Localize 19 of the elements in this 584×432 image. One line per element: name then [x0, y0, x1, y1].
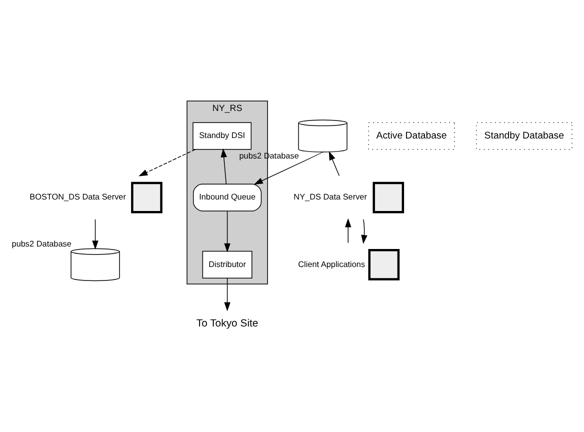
node-label: pubs2 Database: [12, 239, 72, 248]
arrow: [224, 278, 230, 312]
node-label: NY_DS Data Server: [294, 192, 367, 202]
node-label: Client Applications: [298, 260, 366, 269]
node-box: Standby DSI: [192, 122, 252, 150]
arrow: [254, 152, 324, 184]
node-box: Inbound Queue: [192, 184, 262, 212]
arrow: [138, 149, 196, 176]
arrow: [328, 151, 340, 176]
node-box: Standby Database: [476, 122, 572, 150]
node-label: BOSTON_DS Data Server: [30, 192, 126, 202]
arrow: [361, 219, 368, 244]
node-box: Active Database: [368, 122, 455, 150]
arrow: [345, 218, 352, 244]
node-text: To Tokyo Site: [196, 318, 258, 330]
arrow: [220, 148, 227, 184]
arrow: [92, 219, 98, 250]
node-box: Distributor: [202, 250, 252, 278]
arrow: [224, 210, 230, 252]
